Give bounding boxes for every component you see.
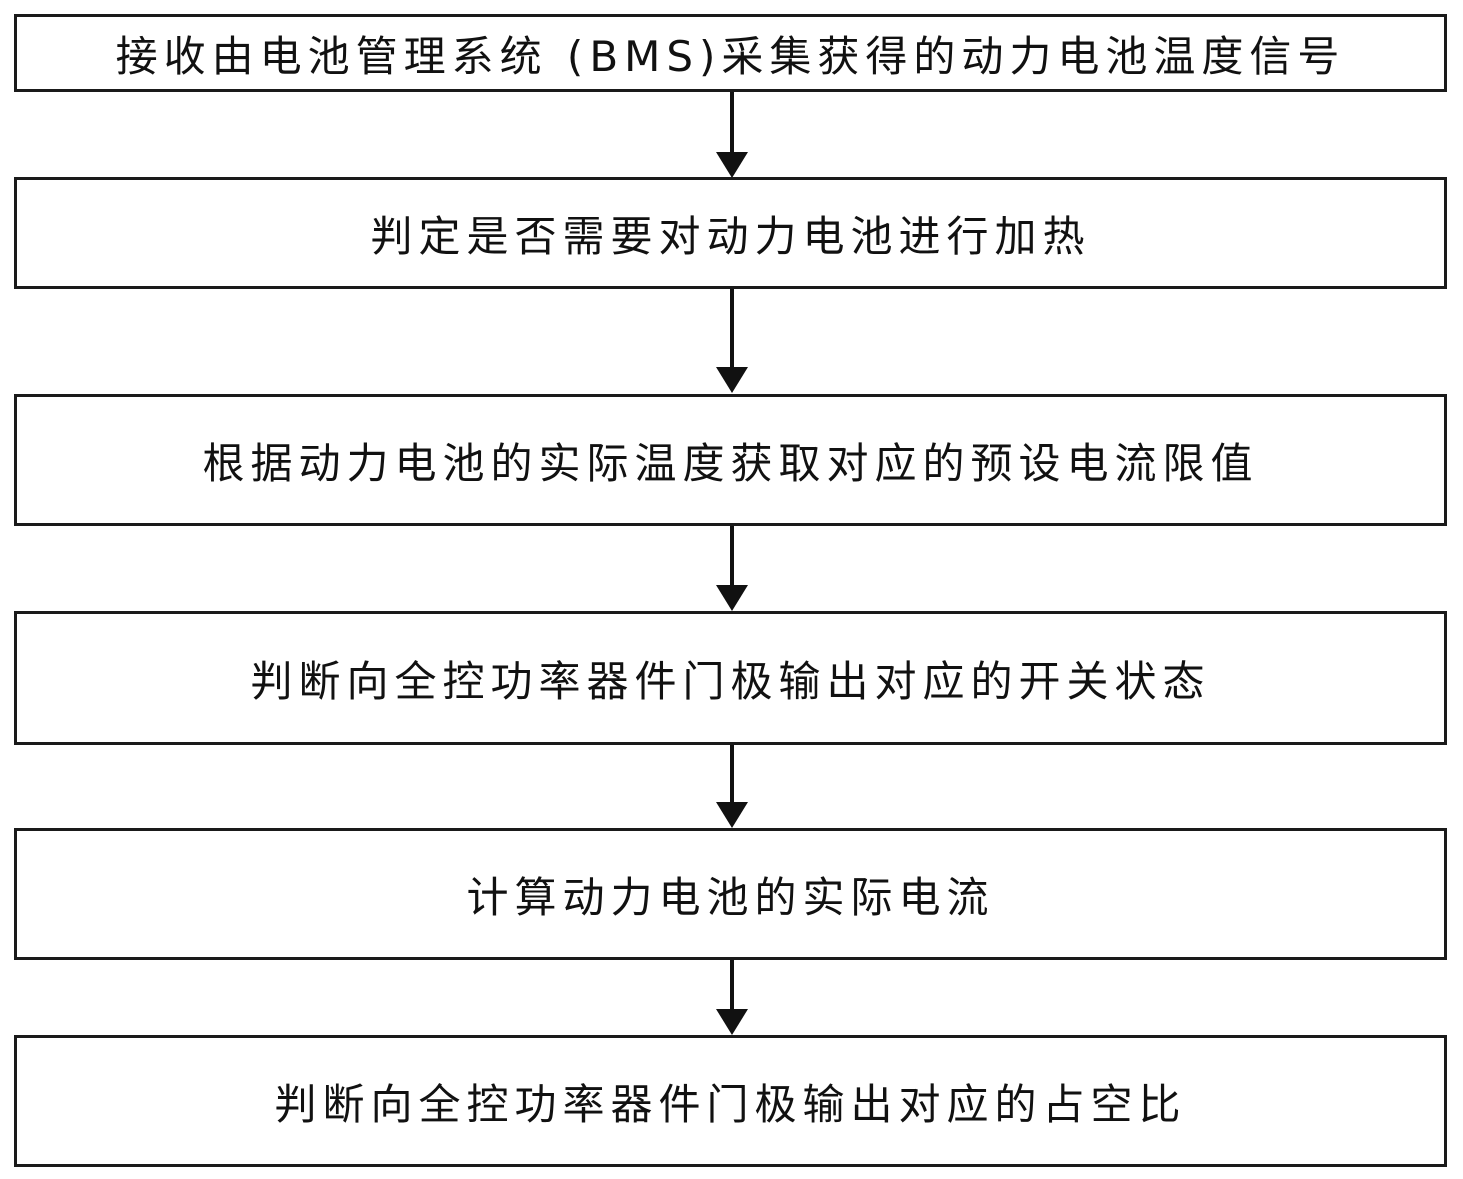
arrowhead-icon (716, 802, 748, 828)
flow-step-6-label: 判断向全控功率器件门极输出对应的占空比 (274, 1079, 1187, 1129)
flow-step-4-label: 判断向全控功率器件门极输出对应的开关状态 (250, 656, 1211, 706)
flow-step-4: 判断向全控功率器件门极输出对应的开关状态 (14, 611, 1447, 745)
arrowhead-icon (716, 585, 748, 611)
flow-arrow-2 (716, 289, 748, 394)
flow-step-3: 根据动力电池的实际温度获取对应的预设电流限值 (14, 394, 1447, 526)
flow-arrow-3 (716, 526, 748, 611)
flow-step-2: 判定是否需要对动力电池进行加热 (14, 177, 1447, 289)
arrowhead-icon (716, 367, 748, 393)
flow-arrow-5 (716, 960, 748, 1035)
arrowhead-icon (716, 1009, 748, 1035)
flow-step-5: 计算动力电池的实际电流 (14, 828, 1447, 960)
flow-step-1-label: 接收由电池管理系统 (BMS)采集获得的动力电池温度信号 (115, 31, 1346, 81)
flow-step-6: 判断向全控功率器件门极输出对应的占空比 (14, 1035, 1447, 1167)
flow-step-1: 接收由电池管理系统 (BMS)采集获得的动力电池温度信号 (14, 14, 1447, 92)
flow-step-2-label: 判定是否需要对动力电池进行加热 (370, 211, 1091, 261)
flow-arrow-1 (716, 92, 748, 178)
flow-step-3-label: 根据动力电池的实际温度获取对应的预设电流限值 (202, 438, 1259, 488)
flow-step-5-label: 计算动力电池的实际电流 (466, 872, 995, 922)
arrowhead-icon (716, 152, 748, 178)
flow-arrow-4 (716, 745, 748, 828)
